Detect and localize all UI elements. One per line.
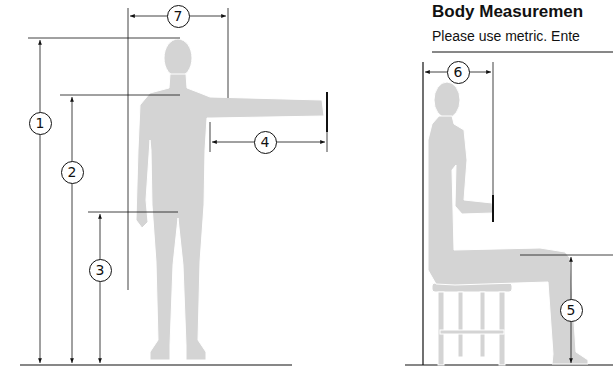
- heading: Body Measuremen: [432, 2, 583, 22]
- instruction-text: Please use metric. Ente: [432, 28, 580, 44]
- callout-number: 7: [167, 5, 190, 28]
- standing-figure: [136, 39, 324, 360]
- seated-figure: [428, 82, 588, 364]
- callout-number: 4: [254, 131, 277, 154]
- callout-circle: 5: [560, 299, 583, 322]
- measuring-stick: [326, 92, 328, 132]
- heading-rule: [432, 52, 613, 53]
- floor-line: [405, 364, 613, 365]
- extension-line: [210, 122, 211, 152]
- dimension-line: [100, 214, 101, 363]
- floor-line: [20, 364, 292, 365]
- extension-line: [228, 8, 229, 98]
- callout-number: 2: [61, 161, 84, 184]
- callout-circle: 6: [447, 61, 470, 84]
- callout-circle: 2: [61, 161, 84, 184]
- callout-circle: 3: [89, 259, 112, 282]
- extension-line: [60, 95, 180, 96]
- extension-line: [327, 132, 328, 152]
- extension-line: [128, 8, 129, 290]
- callout-number: 3: [89, 259, 112, 282]
- callout-number: 6: [447, 61, 470, 84]
- callout-circle: 4: [254, 131, 277, 154]
- dimension-line: [72, 97, 73, 363]
- wall-line: [422, 62, 423, 365]
- extension-line: [520, 255, 613, 256]
- callout-circle: 1: [29, 112, 52, 135]
- measuring-stick: [492, 195, 494, 222]
- callout-number: 5: [560, 299, 583, 322]
- stool: [432, 283, 512, 365]
- extension-line: [493, 62, 494, 218]
- extension-line: [28, 38, 180, 39]
- callout-circle: 7: [167, 5, 190, 28]
- dimension-line: [40, 40, 41, 363]
- extension-line: [88, 212, 178, 213]
- callout-number: 1: [29, 112, 52, 135]
